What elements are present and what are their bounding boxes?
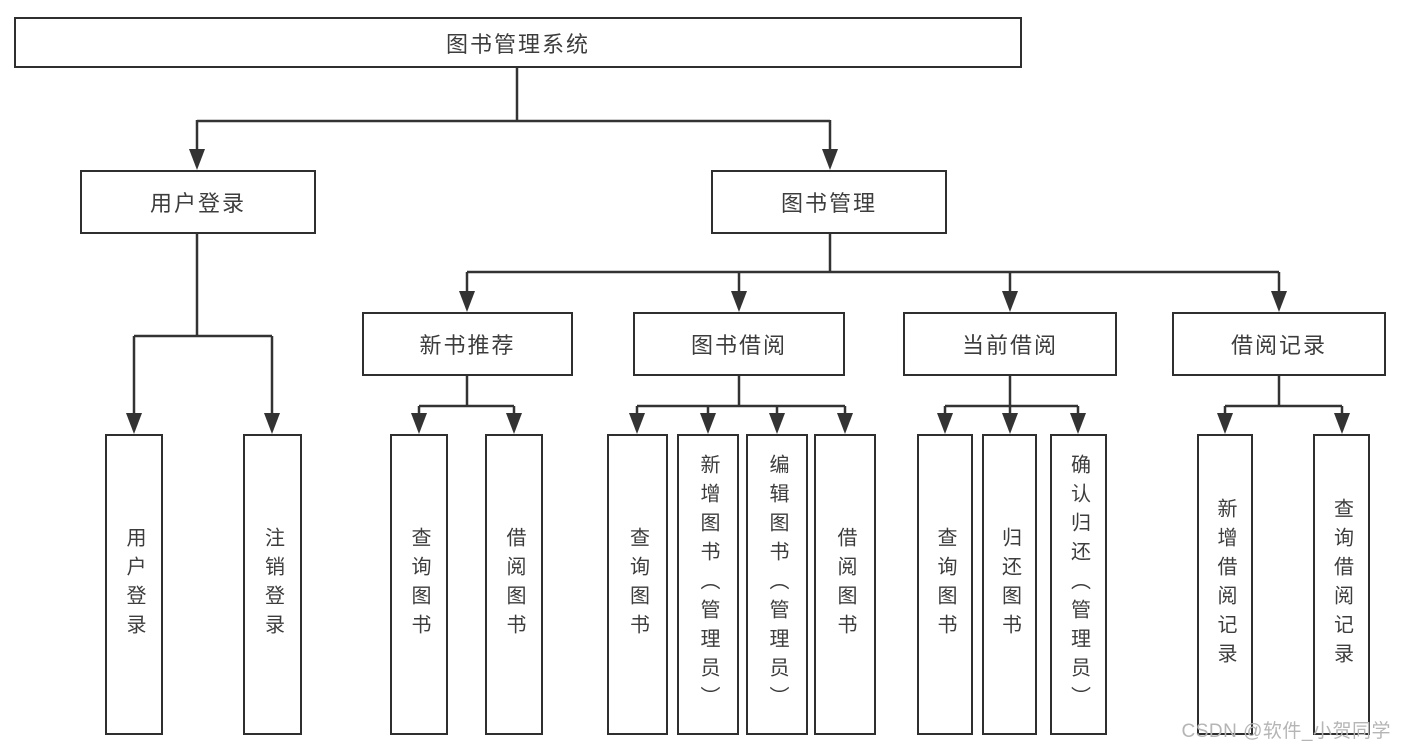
- leaf-borrow-query-books: 查询图书: [607, 434, 668, 735]
- node-library-management-system: 图书管理系统: [14, 17, 1022, 68]
- leaf-borrow-borrow-books: 借阅图书: [814, 434, 876, 735]
- node-label: 用户登录: [123, 526, 145, 643]
- leaf-current-confirm-return-admin: 确认归还（管理员）: [1050, 434, 1107, 735]
- node-label: 新增图书（管理员）: [697, 454, 719, 715]
- node-book-borrow: 图书借阅: [633, 312, 845, 376]
- node-new-book-recommend: 新书推荐: [362, 312, 573, 376]
- node-label: 归还图书: [998, 526, 1021, 643]
- node-label: 新增借阅记录: [1214, 497, 1236, 672]
- leaf-records-add-borrow-record: 新增借阅记录: [1197, 434, 1253, 735]
- leaf-user-login: 用户登录: [105, 434, 163, 735]
- node-label: 借阅图书: [503, 526, 525, 643]
- leaf-logout-login: 注销登录: [243, 434, 302, 735]
- node-label: 图书管理: [780, 191, 877, 216]
- node-label: 查询图书: [626, 526, 649, 643]
- node-label: 查询图书: [934, 526, 956, 643]
- node-borrow-records: 借阅记录: [1172, 312, 1386, 376]
- node-label: 查询图书: [408, 526, 430, 643]
- leaf-current-return-books: 归还图书: [982, 434, 1037, 735]
- node-label: 确认归还（管理员）: [1067, 454, 1090, 715]
- node-label: 注销登录: [261, 526, 284, 643]
- leaf-borrow-edit-books-admin: 编辑图书（管理员）: [746, 434, 808, 735]
- node-label: 借阅图书: [834, 526, 856, 643]
- node-label: 图书管理系统: [445, 31, 590, 57]
- node-label: 图书借阅: [690, 333, 787, 358]
- csdn-watermark: CSDN @软件_小贺同学: [1181, 721, 1391, 742]
- leaf-records-query-borrow-record: 查询借阅记录: [1313, 434, 1370, 735]
- arrowhead-icons: [126, 149, 1350, 434]
- leaf-newbook-borrow-books: 借阅图书: [485, 434, 543, 735]
- leaf-borrow-add-books-admin: 新增图书（管理员）: [677, 434, 739, 735]
- node-label: 查询借阅记录: [1330, 497, 1353, 672]
- node-label: 当前借阅: [961, 333, 1058, 358]
- node-label: 用户登录: [149, 191, 246, 216]
- node-book-management: 图书管理: [711, 170, 947, 234]
- node-label: 借阅记录: [1230, 333, 1327, 358]
- node-label: 编辑图书（管理员）: [766, 454, 788, 715]
- node-current-borrow: 当前借阅: [903, 312, 1117, 376]
- node-label: 新书推荐: [419, 333, 516, 358]
- leaf-current-query-books: 查询图书: [917, 434, 973, 735]
- leaf-newbook-query-books: 查询图书: [390, 434, 448, 735]
- node-user-login: 用户登录: [80, 170, 316, 234]
